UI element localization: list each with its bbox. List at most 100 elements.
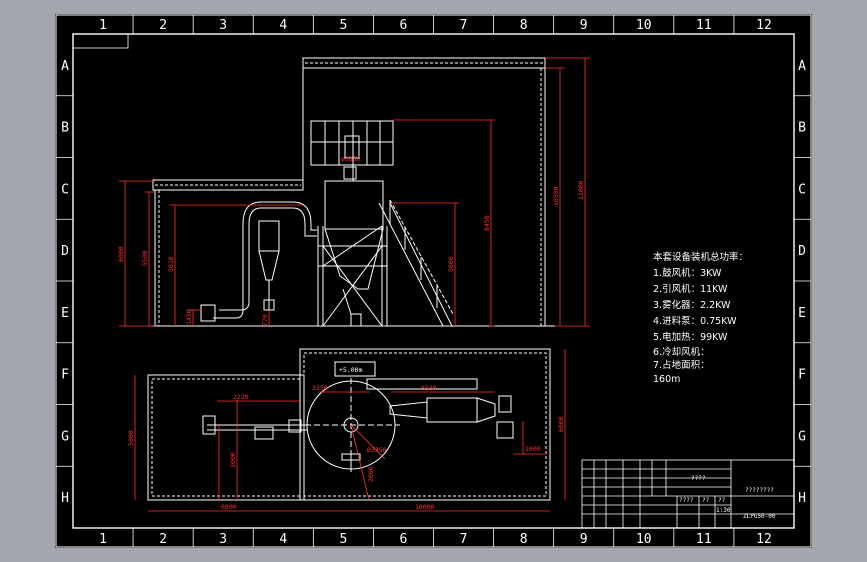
plan-pump [341, 453, 361, 461]
plan-dim-labels: +5.00m 3350 8530 2220 5000 3000 2000 Ø33… [127, 366, 565, 511]
dryer-chamber [324, 180, 384, 230]
plan-fan [498, 395, 512, 413]
zone-col-label-bottom: 2 [159, 532, 167, 547]
top-grid [310, 120, 394, 166]
duct-1 [219, 207, 317, 311]
zone-col-label-top: 6 [400, 18, 408, 33]
feed-pump [350, 313, 362, 327]
notes-line-2: 2.引风机：11KW [653, 283, 728, 295]
zone-col-label-bottom: 5 [339, 532, 347, 547]
plan-dim-2220: 2220 [233, 393, 249, 401]
tb-name: ???? [691, 475, 706, 482]
plan-dim-5000: 5000 [127, 430, 135, 446]
zone-row-label-left: D [61, 244, 69, 259]
duct-2 [213, 201, 317, 319]
dim-8450: 8450 [483, 215, 491, 231]
plan-dimensions [134, 349, 566, 512]
zone-col-label-top: 4 [279, 18, 287, 33]
stair-rail-1 [378, 202, 444, 327]
tb-company: ???????? [745, 487, 774, 494]
dim-6000: 6000 [117, 246, 125, 262]
notes-line-6: 6.冷却风机： [653, 346, 710, 358]
zone-col-label-top: 8 [520, 18, 528, 33]
plan-dim-6000-v: 6000 [557, 416, 565, 432]
tall-roof [302, 57, 546, 69]
zone-col-label-bottom: 1 [99, 532, 107, 547]
dim-5000: 5000 [447, 256, 455, 272]
zone-row-label-right: H [798, 491, 806, 506]
hot-air-box [343, 166, 357, 180]
atomizer [344, 135, 360, 159]
zone-row-label-right: B [798, 121, 806, 136]
zone-col-label-top: 9 [580, 18, 588, 33]
notes-title: 本套设备装机总功率： [653, 251, 748, 263]
zone-row-label-left: E [61, 306, 69, 321]
zone-col-label-bottom: 11 [696, 532, 712, 547]
elevation-dim-labels: 6000 5500 5010 1450 770 ø3350 8450 5000 … [117, 155, 585, 326]
zone-row-label-right: E [798, 306, 806, 321]
power-notes: 本套设备装机总功率： 1.鼓风机：3KW 2.引风机：11KW 3.雾化器：2.… [653, 251, 748, 385]
tb-r3: ?? [718, 497, 726, 504]
plan-conveyor [366, 378, 478, 390]
zone-col-label-top: 1 [99, 18, 107, 33]
corner-stamp [72, 33, 129, 49]
inner-frame [72, 33, 795, 529]
tb-scale: 1:30 [716, 507, 731, 514]
tb-r2: ?? [702, 497, 710, 504]
zone-col-label-top: 2 [159, 18, 167, 33]
zone-col-label-top: 3 [219, 18, 227, 33]
dim-11000: 11000 [577, 180, 585, 200]
zone-row-label-left: H [61, 491, 69, 506]
plan-view [147, 348, 551, 501]
zone-col-label-bottom: 10 [636, 532, 652, 547]
zone-row-label-left: C [61, 182, 69, 197]
tb-code: ZLPG50-00 [743, 513, 776, 520]
plan-fan-base [496, 421, 514, 439]
dim-3350: ø3350 [341, 155, 361, 163]
plan-heater [389, 401, 428, 419]
zone-col-label-top: 7 [460, 18, 468, 33]
zone-col-label-top: 5 [339, 18, 347, 33]
zone-col-label-top: 12 [756, 18, 772, 33]
notes-line-1: 1.鼓风机：3KW [653, 267, 722, 279]
plan-dim-1000: 1000 [525, 445, 541, 453]
zone-col-label-bottom: 7 [460, 532, 468, 547]
zone-col-label-bottom: 9 [580, 532, 588, 547]
notes-line-8: 160m [653, 374, 680, 385]
dim-10500: 10500 [552, 186, 560, 206]
dim-770: 770 [261, 314, 269, 326]
title-block-text: ???? ???????? ???? ?? ?? 1:30 ZLPG50-00 [679, 475, 776, 520]
plan-cyclone [254, 426, 274, 440]
notes-line-7: 7.占地面积： [653, 359, 710, 371]
zone-row-label-left: F [61, 368, 69, 383]
dryer-cone [324, 228, 384, 290]
zone-col-label-bottom: 8 [520, 532, 528, 547]
zone-col-label-bottom: 4 [279, 532, 287, 547]
blower [200, 304, 216, 322]
dim-5500: 5500 [141, 250, 149, 266]
plan-dim-diameter: Ø3350 [367, 446, 387, 454]
zone-col-label-top: 10 [636, 18, 652, 33]
cyclone-cone [258, 250, 280, 281]
plan-dim-3000: 3000 [229, 452, 237, 468]
tb-r1: ???? [679, 497, 694, 504]
plan-dim-3350: 3350 [312, 384, 328, 392]
plan-blower [202, 415, 216, 435]
cyclone-body [258, 220, 280, 252]
plan-dim-10000: 10000 [415, 503, 435, 511]
zone-row-label-right: A [798, 59, 806, 74]
dim-5010: 5010 [167, 256, 175, 272]
notes-line-3: 3.雾化器：2.2KW [653, 299, 731, 311]
elevation-dimensions [119, 57, 590, 327]
plan-control-box [334, 361, 376, 377]
notes-line-4: 4.进料泵：0.75KW [653, 315, 737, 327]
zone-row-label-right: G [798, 429, 806, 444]
dim-1450: 1450 [185, 309, 193, 325]
zone-col-label-bottom: 6 [400, 532, 408, 547]
zone-col-label-top: 11 [696, 18, 712, 33]
border-zone-ticks [56, 15, 811, 547]
elevation-view [151, 57, 555, 327]
